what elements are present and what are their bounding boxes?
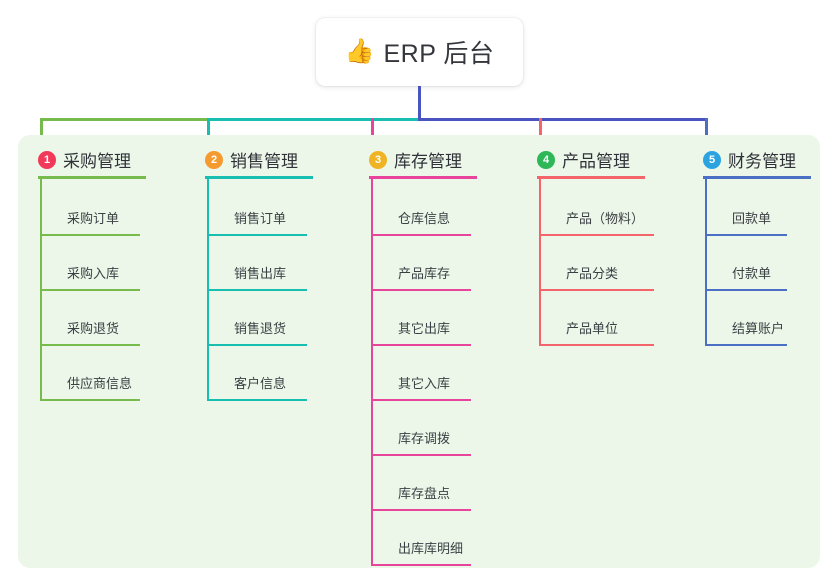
root-node-title: ERP 后台 (383, 40, 495, 68)
branch-panel (18, 135, 820, 568)
bus-segment-1 (40, 118, 210, 121)
leaf-item-label: 供应商信息 (67, 376, 133, 391)
leaf-item[interactable]: 销售退货 (207, 291, 307, 346)
leaf-item-label: 销售订单 (234, 211, 287, 226)
branch-underline-5 (703, 176, 811, 179)
leaf-item-underline (207, 399, 307, 401)
bus-segment-2 (207, 118, 421, 121)
leaf-item[interactable]: 销售出库 (207, 236, 307, 291)
branch-title-4: 产品管理 (562, 152, 630, 171)
branch-badge-1: 1 (38, 150, 56, 169)
leaf-item-label: 付款单 (732, 266, 772, 281)
leaf-item-label: 其它出库 (398, 321, 451, 336)
leaf-item-label: 库存调拨 (398, 431, 451, 446)
branch-title-2: 销售管理 (230, 152, 298, 171)
leaf-item[interactable]: 其它入库 (371, 346, 471, 401)
branch-header-4[interactable]: 4 产品管理 (537, 147, 630, 172)
leaf-item-underline (705, 344, 787, 346)
leaf-item-underline (40, 344, 140, 346)
leaf-item-underline (207, 289, 307, 291)
branch-badge-2: 2 (205, 150, 223, 169)
leaf-item-label: 产品分类 (566, 266, 619, 281)
branch-header-3[interactable]: 3 库存管理 (369, 147, 462, 172)
leaf-item[interactable]: 产品分类 (539, 236, 654, 291)
leaf-item-label: 采购订单 (67, 211, 120, 226)
leaf-item-underline (539, 234, 654, 236)
leaf-item-underline (371, 344, 471, 346)
thumbs-up-icon: 👍 (344, 38, 375, 65)
branch-underline-4 (537, 176, 645, 179)
leaf-item[interactable]: 采购退货 (40, 291, 140, 346)
leaf-item-underline (371, 564, 471, 566)
leaf-item[interactable]: 库存调拨 (371, 401, 471, 456)
leaf-item-underline (371, 509, 471, 511)
branch-underline-2 (205, 176, 313, 179)
leaf-item-label: 其它入库 (398, 376, 451, 391)
leaf-item-underline (207, 344, 307, 346)
leaf-item[interactable]: 其它出库 (371, 291, 471, 346)
leaf-item-underline (705, 289, 787, 291)
leaf-item-underline (539, 289, 654, 291)
branch-header-5[interactable]: 5 财务管理 (703, 147, 796, 172)
leaf-item-underline (40, 289, 140, 291)
leaf-item-label: 销售退货 (234, 321, 287, 336)
branch-spine-3 (371, 179, 373, 566)
leaf-item-underline (705, 234, 787, 236)
branch-underline-3 (369, 176, 477, 179)
leaf-item[interactable]: 销售订单 (207, 181, 307, 236)
branch-title-3: 库存管理 (394, 152, 462, 171)
branch-header-1[interactable]: 1 采购管理 (38, 147, 131, 172)
branch-badge-4: 4 (537, 150, 555, 169)
branch-header-2[interactable]: 2 销售管理 (205, 147, 298, 172)
leaf-item[interactable]: 供应商信息 (40, 346, 140, 401)
leaf-item[interactable]: 产品（物料） (539, 181, 654, 236)
leaf-item-underline (371, 399, 471, 401)
leaf-item[interactable]: 产品单位 (539, 291, 654, 346)
leaf-item-label: 仓库信息 (398, 211, 451, 226)
leaf-item-label: 产品库存 (398, 266, 451, 281)
leaf-item-label: 产品（物料） (566, 211, 645, 226)
leaf-item-underline (207, 234, 307, 236)
branch-badge-3: 3 (369, 150, 387, 169)
leaf-item-label: 客户信息 (234, 376, 287, 391)
leaf-item[interactable]: 产品库存 (371, 236, 471, 291)
leaf-item-label: 采购入库 (67, 266, 120, 281)
leaf-item[interactable]: 回款单 (705, 181, 787, 236)
leaf-item[interactable]: 仓库信息 (371, 181, 471, 236)
leaf-item-label: 回款单 (732, 211, 772, 226)
leaf-item-underline (371, 289, 471, 291)
branch-badge-5: 5 (703, 150, 721, 169)
leaf-item-label: 采购退货 (67, 321, 120, 336)
branch-underline-1 (38, 176, 146, 179)
leaf-item[interactable]: 采购入库 (40, 236, 140, 291)
leaf-item-underline (371, 234, 471, 236)
leaf-item[interactable]: 客户信息 (207, 346, 307, 401)
leaf-item-underline (371, 454, 471, 456)
root-stem-connector (418, 86, 421, 121)
leaf-item[interactable]: 库存盘点 (371, 456, 471, 511)
leaf-item[interactable]: 付款单 (705, 236, 787, 291)
leaf-item-underline (40, 234, 140, 236)
leaf-item[interactable]: 采购订单 (40, 181, 140, 236)
leaf-item[interactable]: 出库库明细 (371, 511, 471, 566)
leaf-item-label: 结算账户 (732, 321, 785, 336)
leaf-item[interactable]: 结算账户 (705, 291, 787, 346)
leaf-item-label: 产品单位 (566, 321, 619, 336)
branch-title-5: 财务管理 (728, 152, 796, 171)
branch-title-1: 采购管理 (63, 152, 131, 171)
leaf-item-underline (40, 399, 140, 401)
leaf-item-label: 库存盘点 (398, 486, 451, 501)
bus-segment-3 (418, 118, 708, 121)
branch-spine-5 (705, 179, 707, 346)
leaf-item-label: 销售出库 (234, 266, 287, 281)
leaf-item-underline (539, 344, 654, 346)
branch-spine-4 (539, 179, 541, 346)
root-node-card[interactable]: 👍 ERP 后台 (316, 18, 523, 86)
leaf-item-label: 出库库明细 (398, 541, 464, 556)
